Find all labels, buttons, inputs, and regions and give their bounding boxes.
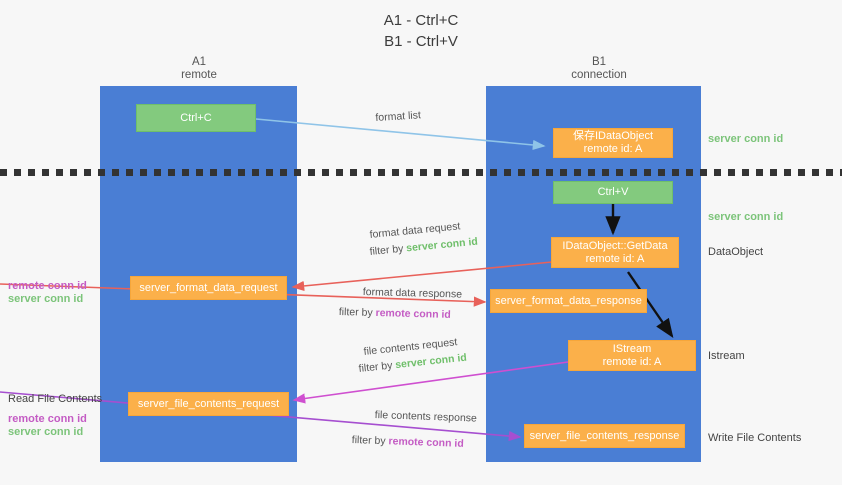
node-server-format-data-request-label: server_format_data_request xyxy=(139,281,278,294)
edge-label-format-data-response: format data response xyxy=(363,285,463,302)
filter-prefix: filter by xyxy=(369,242,407,258)
node-ctrl-c[interactable]: Ctrl+C xyxy=(136,104,256,132)
title-line-2: B1 - Ctrl+V xyxy=(384,33,458,50)
edge-label-format-list: format list xyxy=(375,109,422,124)
label-istream: Istream xyxy=(708,350,745,362)
node-server-format-data-request[interactable]: server_format_data_request xyxy=(130,276,287,300)
node-istream[interactable]: IStream remote id: A xyxy=(568,340,696,371)
filter-prefix-2: filter by xyxy=(338,305,376,319)
lane-a1-sub: remote xyxy=(181,69,217,81)
node-getdata-title: IDataObject::GetData xyxy=(562,239,668,252)
node-istream-id: remote id: A xyxy=(602,355,662,368)
node-server-format-data-response[interactable]: server_format_data_response xyxy=(490,289,647,313)
label-remote-conn-id-mid: remote conn id xyxy=(8,280,87,292)
label-server-conn-id-paste: server conn id xyxy=(708,211,784,223)
node-server-file-contents-response[interactable]: server_file_contents_response xyxy=(524,424,685,448)
label-write-file-contents: Write File Contents xyxy=(708,432,802,444)
node-server-format-data-response-label: server_format_data_response xyxy=(495,294,642,307)
edge-label-file-contents-response: file contents response xyxy=(375,408,478,426)
label-remote-conn-id-bottom: remote conn id xyxy=(8,413,87,425)
node-server-file-contents-request-label: server_file_contents_request xyxy=(137,397,280,410)
lane-header-a1: A1 remote xyxy=(120,56,278,82)
edge-label-format-data-response-text: format data response xyxy=(362,285,463,301)
node-save-idataobject-title: 保存IDataObject xyxy=(572,130,654,142)
node-ctrl-v-label: Ctrl+V xyxy=(597,186,629,198)
lane-header-b1: B1 connection xyxy=(520,56,678,82)
label-server-conn-id-mid: server conn id xyxy=(8,293,84,305)
node-server-file-contents-request[interactable]: server_file_contents_request xyxy=(128,392,289,416)
label-server-conn-id-bottom: server conn id xyxy=(8,426,84,438)
node-save-idataobject[interactable]: 保存IDataObject remote id: A xyxy=(553,128,673,158)
filter-prefix-4: filter by xyxy=(351,433,389,448)
filter-key-remote-conn-id: remote conn id xyxy=(375,306,451,321)
filter-key-remote-conn-id-2: remote conn id xyxy=(388,435,464,450)
phase-divider-dashed-line xyxy=(0,169,842,176)
filter-prefix-3: filter by xyxy=(358,359,396,375)
node-ctrl-c-label: Ctrl+C xyxy=(180,111,212,124)
node-idataobject-getdata[interactable]: IDataObject::GetData remote id: A xyxy=(551,237,679,268)
lane-a1-name: A1 xyxy=(191,56,207,68)
label-read-file-contents: Read File Contents xyxy=(8,393,103,405)
edge-filter-file-contents-response: filter by remote conn id xyxy=(352,433,464,451)
node-istream-title: IStream xyxy=(612,342,652,355)
label-server-conn-id-top: server conn id xyxy=(708,133,784,145)
node-ctrl-v[interactable]: Ctrl+V xyxy=(553,181,673,204)
page-title: A1 - Ctrl+C B1 - Ctrl+V xyxy=(0,10,842,52)
title-line-1: A1 - Ctrl+C xyxy=(383,12,459,29)
lane-b1-sub: connection xyxy=(571,69,627,81)
label-dataobject: DataObject xyxy=(708,246,764,258)
edge-label-file-contents-response-text: file contents response xyxy=(374,408,478,425)
lane-b1-name: B1 xyxy=(591,56,607,68)
node-save-idataobject-id: remote id: A xyxy=(583,143,643,155)
edge-filter-format-data-response: filter by remote conn id xyxy=(339,305,451,322)
node-getdata-id: remote id: A xyxy=(585,252,645,265)
filter-key-server-conn-id: server conn id xyxy=(405,235,479,255)
node-server-file-contents-response-label: server_file_contents_response xyxy=(529,429,680,442)
